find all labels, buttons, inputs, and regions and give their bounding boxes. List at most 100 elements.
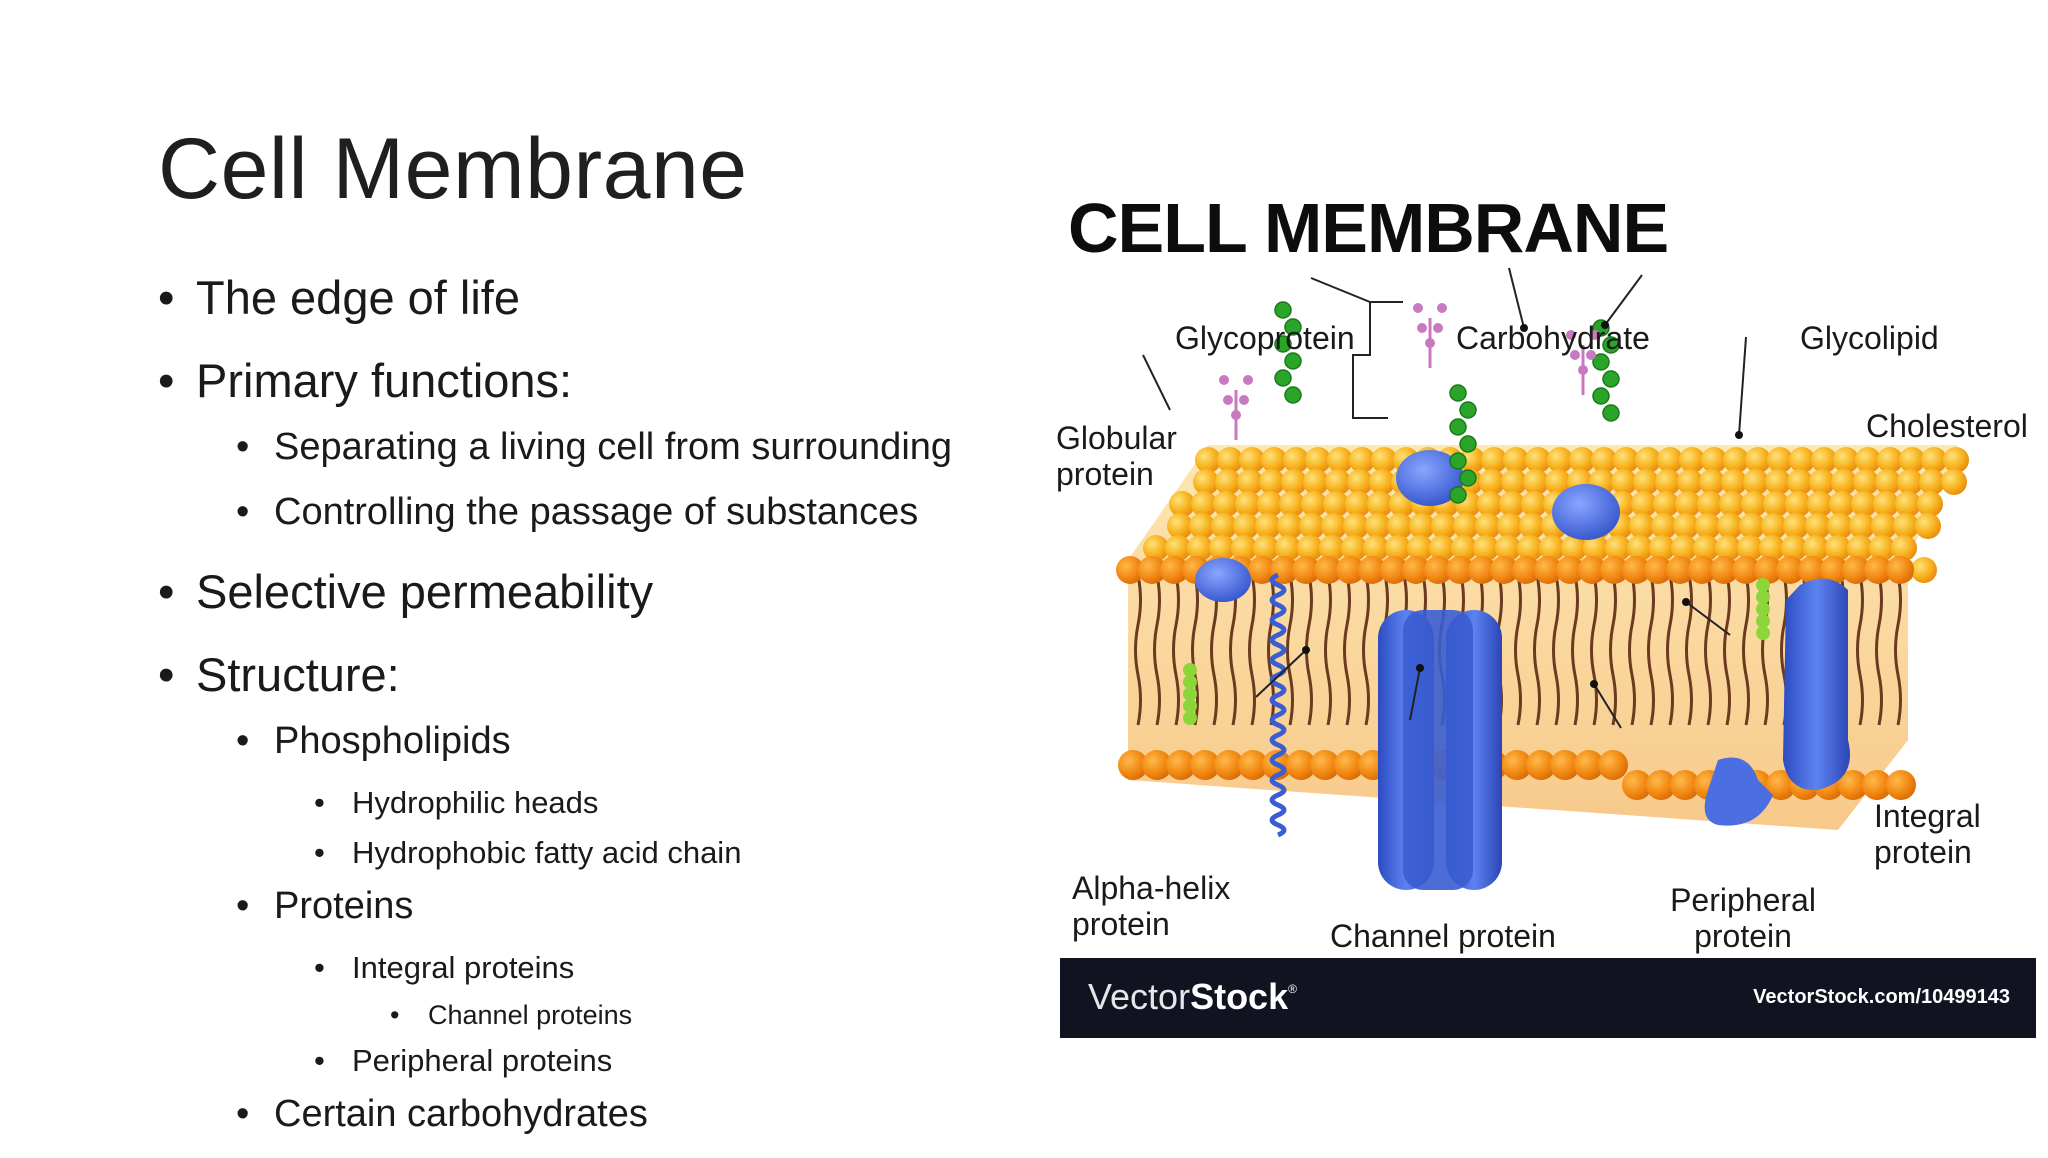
- phospholipid-head: [1279, 491, 1305, 517]
- cholesterol-ring: [1183, 663, 1197, 677]
- fatty-acid-tail: [1134, 574, 1142, 726]
- phospholipid-head: [1209, 535, 1235, 561]
- phospholipid-head: [1255, 513, 1281, 539]
- phospholipid-head: [1719, 491, 1745, 517]
- phospholipid-head-bottom: [1598, 750, 1628, 780]
- glycolipid-sugar: [1284, 318, 1302, 336]
- phospholipid-head: [1679, 447, 1705, 473]
- globular-protein-mid: [1552, 484, 1620, 540]
- phospholipid-head: [1475, 513, 1501, 539]
- fatty-acid-tail: [1362, 574, 1370, 726]
- glycolipid-sugar: [1592, 387, 1610, 405]
- phospholipid-head: [1803, 535, 1829, 561]
- phospholipid-head: [1717, 513, 1743, 539]
- phospholipid-head-edge: [1864, 556, 1892, 584]
- phospholipid-head: [1943, 447, 1969, 473]
- phospholipid-head-edge: [1380, 556, 1408, 584]
- phospholipid-head: [1699, 469, 1725, 495]
- phospholipid-head: [1895, 491, 1921, 517]
- phospholipid-head: [1629, 513, 1655, 539]
- phospholipid-head: [1899, 447, 1925, 473]
- globular-protein-glyco: [1396, 450, 1464, 506]
- phospholipid-head: [1191, 491, 1217, 517]
- fatty-acid-tail: [1153, 574, 1161, 726]
- phospholipid-head: [1497, 513, 1523, 539]
- phospholipid-head: [1849, 513, 1875, 539]
- phospholipid-head: [1235, 491, 1261, 517]
- phospholipid-head: [1347, 469, 1373, 495]
- phospholipid-head: [1259, 469, 1285, 495]
- phospholipid-head-edge: [1754, 556, 1782, 584]
- phospholipid-head-bottom: [1766, 770, 1796, 800]
- phospholipid-head: [1583, 535, 1609, 561]
- label-integral-line1: Integral: [1874, 798, 1981, 834]
- glycolipid-sugar: [1449, 452, 1467, 470]
- phospholipid-head-bottom: [1862, 770, 1892, 800]
- vectorstock-credit: VectorStock.com/10499143: [1753, 986, 2010, 1008]
- phospholipid-head-edge: [1512, 556, 1540, 584]
- phospholipid-head-edge: [1534, 556, 1562, 584]
- phospholipid-head: [1739, 513, 1765, 539]
- label-peripheral-line1: Peripheral: [1670, 882, 1816, 918]
- phospholipid-head: [1519, 513, 1545, 539]
- carbohydrate-unit: [1239, 395, 1249, 405]
- integral-protein-shape: [1783, 578, 1850, 791]
- phospholipid-head: [1341, 535, 1367, 561]
- phospholipid-head: [1481, 447, 1507, 473]
- fatty-acid-tail: [1666, 574, 1674, 726]
- phospholipid-head: [1611, 469, 1637, 495]
- phospholipid-head: [1237, 469, 1263, 495]
- cholesterol-ring: [1756, 578, 1770, 592]
- label-globular-line1: Globular: [1056, 420, 1177, 456]
- fatty-acid-tail: [1609, 574, 1617, 726]
- phospholipid-head: [1365, 513, 1391, 539]
- phospholipid-head: [1187, 535, 1213, 561]
- carbohydrate-unit: [1417, 323, 1427, 333]
- phospholipid-head: [1651, 513, 1677, 539]
- phospholipid-head: [1233, 513, 1259, 539]
- phospholipid-head: [1831, 469, 1857, 495]
- phospholipid-head: [1521, 491, 1547, 517]
- phospholipid-head: [1787, 469, 1813, 495]
- phospholipid-head: [1277, 513, 1303, 539]
- phospholipid-head: [1915, 513, 1941, 539]
- phospholipid-head: [1695, 513, 1721, 539]
- phospholipid-head: [1697, 491, 1723, 517]
- phospholipid-head-edge: [1820, 556, 1848, 584]
- carbohydrate-unit: [1413, 303, 1423, 313]
- carbohydrate-unit: [1590, 330, 1600, 340]
- phospholipid-head: [1809, 469, 1835, 495]
- phospholipid-head-edge: [1776, 556, 1804, 584]
- cell-membrane-figure: CELL MEMBRANE: [1056, 180, 2038, 1040]
- glycolipid-chains: [1274, 301, 1620, 504]
- phospholipid-head: [1495, 535, 1521, 561]
- phospholipid-head: [1297, 535, 1323, 561]
- phospholipid-head: [1693, 535, 1719, 561]
- phospholipid-head-edge: [1248, 556, 1276, 584]
- phospholipid-head: [1253, 535, 1279, 561]
- bullet-separating: Separating a living cell from surroundin…: [158, 426, 1038, 469]
- phospholipid-head: [1869, 535, 1895, 561]
- phospholipid-head: [1825, 535, 1851, 561]
- phospholipid-head: [1737, 535, 1763, 561]
- bullet-phospholipids: Phospholipids: [158, 720, 1038, 763]
- label-integral-line2: protein: [1874, 834, 1972, 870]
- phospholipid-head: [1323, 491, 1349, 517]
- leader-lines: [1142, 267, 1747, 729]
- cholesterol-molecules: [1183, 578, 1770, 725]
- carbohydrate-unit: [1231, 410, 1241, 420]
- phospholipid-head: [1299, 513, 1325, 539]
- carbohydrate-unit: [1223, 395, 1233, 405]
- phospholipid-head-bottom: [1190, 750, 1220, 780]
- label-glycolipid: Glycolipid: [1800, 320, 1939, 356]
- phospholipid-head-bottom: [1286, 750, 1316, 780]
- label-alpha-line1: Alpha-helix: [1072, 870, 1231, 906]
- carbohydrate-unit: [1433, 323, 1443, 333]
- fatty-acid-tail: [1248, 574, 1256, 726]
- phospholipid-head-edge: [1292, 556, 1320, 584]
- figure-title: CELL MEMBRANE: [1068, 189, 1669, 267]
- phospholipid-head: [1327, 447, 1353, 473]
- phospholipid-head: [1941, 469, 1967, 495]
- phospholipid-head-bottom: [1502, 750, 1532, 780]
- phospholipid-head: [1453, 513, 1479, 539]
